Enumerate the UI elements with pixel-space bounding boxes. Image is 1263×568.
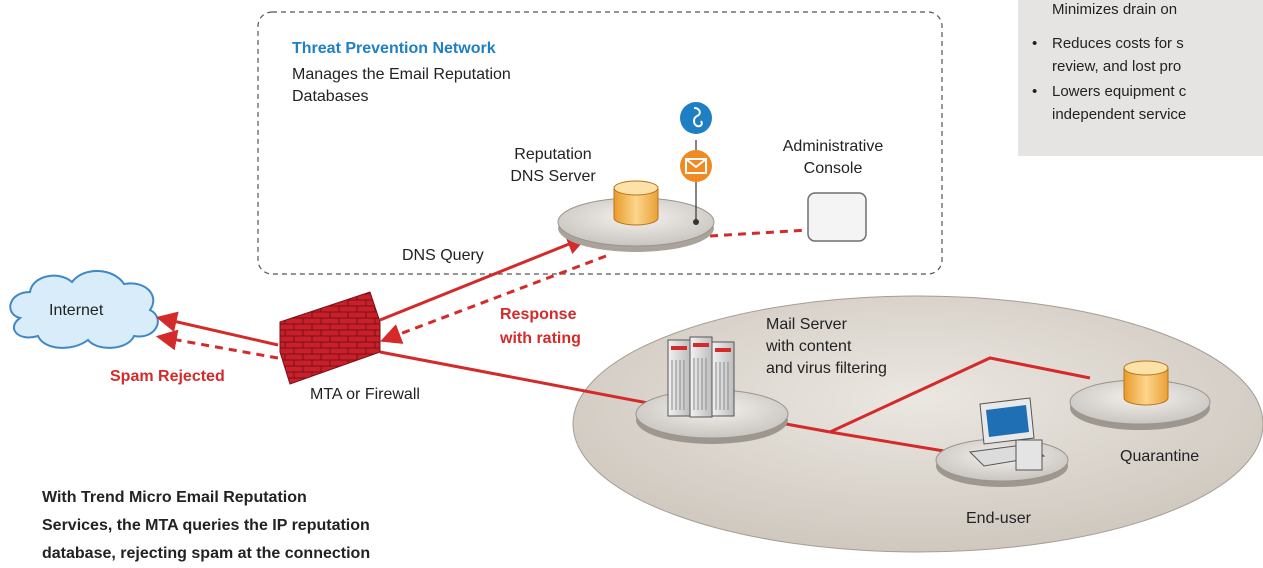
- quarantine: [1069, 360, 1211, 430]
- reputation-dns-server: [557, 180, 715, 252]
- admin-console-label-line1: Administrative: [782, 138, 884, 155]
- benefit-text: Lowers equipment c: [1052, 83, 1187, 100]
- lan-link-3: [829, 430, 951, 454]
- end-user: [935, 397, 1069, 487]
- mail-server-label-line1: Mail Server: [766, 316, 847, 333]
- spam-rejected-arrow: [155, 329, 279, 360]
- database-icon: [613, 180, 659, 226]
- mail-server: [635, 336, 789, 444]
- threat-network-boundary: [257, 11, 943, 275]
- diagram-caption: With Trend Micro Email Reputation Servic…: [42, 484, 522, 568]
- caption-line: Services, the MTA queries the IP reputat…: [42, 517, 370, 534]
- dns-server-label-line2: DNS Server: [510, 168, 596, 185]
- benefits-panel: Minimizes drain on • Reduces costs for s…: [1018, 0, 1263, 156]
- bullet-icon: •: [1032, 35, 1038, 52]
- mail-server-label-line2: with content: [766, 338, 852, 355]
- server-rack-icon: [667, 336, 735, 418]
- response-label-line2: with rating: [500, 330, 581, 347]
- quarantine-label: Quarantine: [1120, 448, 1200, 465]
- firewall-to-mail-line: [379, 350, 649, 405]
- caption-line: With Trend Micro Email Reputation: [42, 489, 307, 506]
- email-icon: [680, 150, 712, 182]
- dns-query-label: DNS Query: [402, 247, 484, 264]
- response-arrow: [380, 254, 607, 344]
- end-user-label: End-user: [966, 510, 1031, 527]
- internet-label: Internet: [49, 302, 104, 319]
- reputation-icons: [680, 102, 712, 225]
- threat-network-desc-line1: Manages the Email Reputation: [292, 66, 511, 83]
- bullet-icon: •: [1032, 83, 1038, 100]
- firewall-icon: [279, 291, 381, 385]
- spam-rejected-label: Spam Rejected: [110, 368, 225, 385]
- hook-icon: [680, 102, 712, 134]
- computer-icon: [968, 397, 1046, 471]
- internet-cloud-icon: [9, 269, 159, 349]
- admin-console-icon: [807, 192, 867, 242]
- mail-server-label-line3: and virus filtering: [766, 360, 887, 377]
- admin-console-label-line2: Console: [803, 160, 863, 177]
- benefit-text: Minimizes drain on: [1052, 1, 1178, 18]
- lan-link-2: [829, 356, 1091, 434]
- dns-query-arrow: [379, 234, 588, 322]
- caption-line: database, rejecting spam at the connecti…: [42, 545, 371, 562]
- benefit-text: Reduces costs for s: [1052, 35, 1184, 52]
- threat-network-desc-line2: Databases: [292, 88, 369, 105]
- lan-link-1: [785, 422, 831, 434]
- response-label-line1: Response: [500, 306, 577, 323]
- quarantine-database-icon: [1123, 360, 1169, 406]
- benefit-text: review, and lost pro: [1052, 58, 1182, 75]
- admin-console-link: [709, 228, 809, 238]
- internal-network-disk: [572, 295, 1263, 553]
- threat-network-title: Threat Prevention Network: [292, 40, 496, 57]
- dns-server-label-line1: Reputation: [514, 146, 592, 163]
- benefit-text: independent service: [1052, 106, 1187, 123]
- internet-to-firewall-line: [155, 311, 279, 347]
- firewall-label: MTA or Firewall: [310, 386, 420, 403]
